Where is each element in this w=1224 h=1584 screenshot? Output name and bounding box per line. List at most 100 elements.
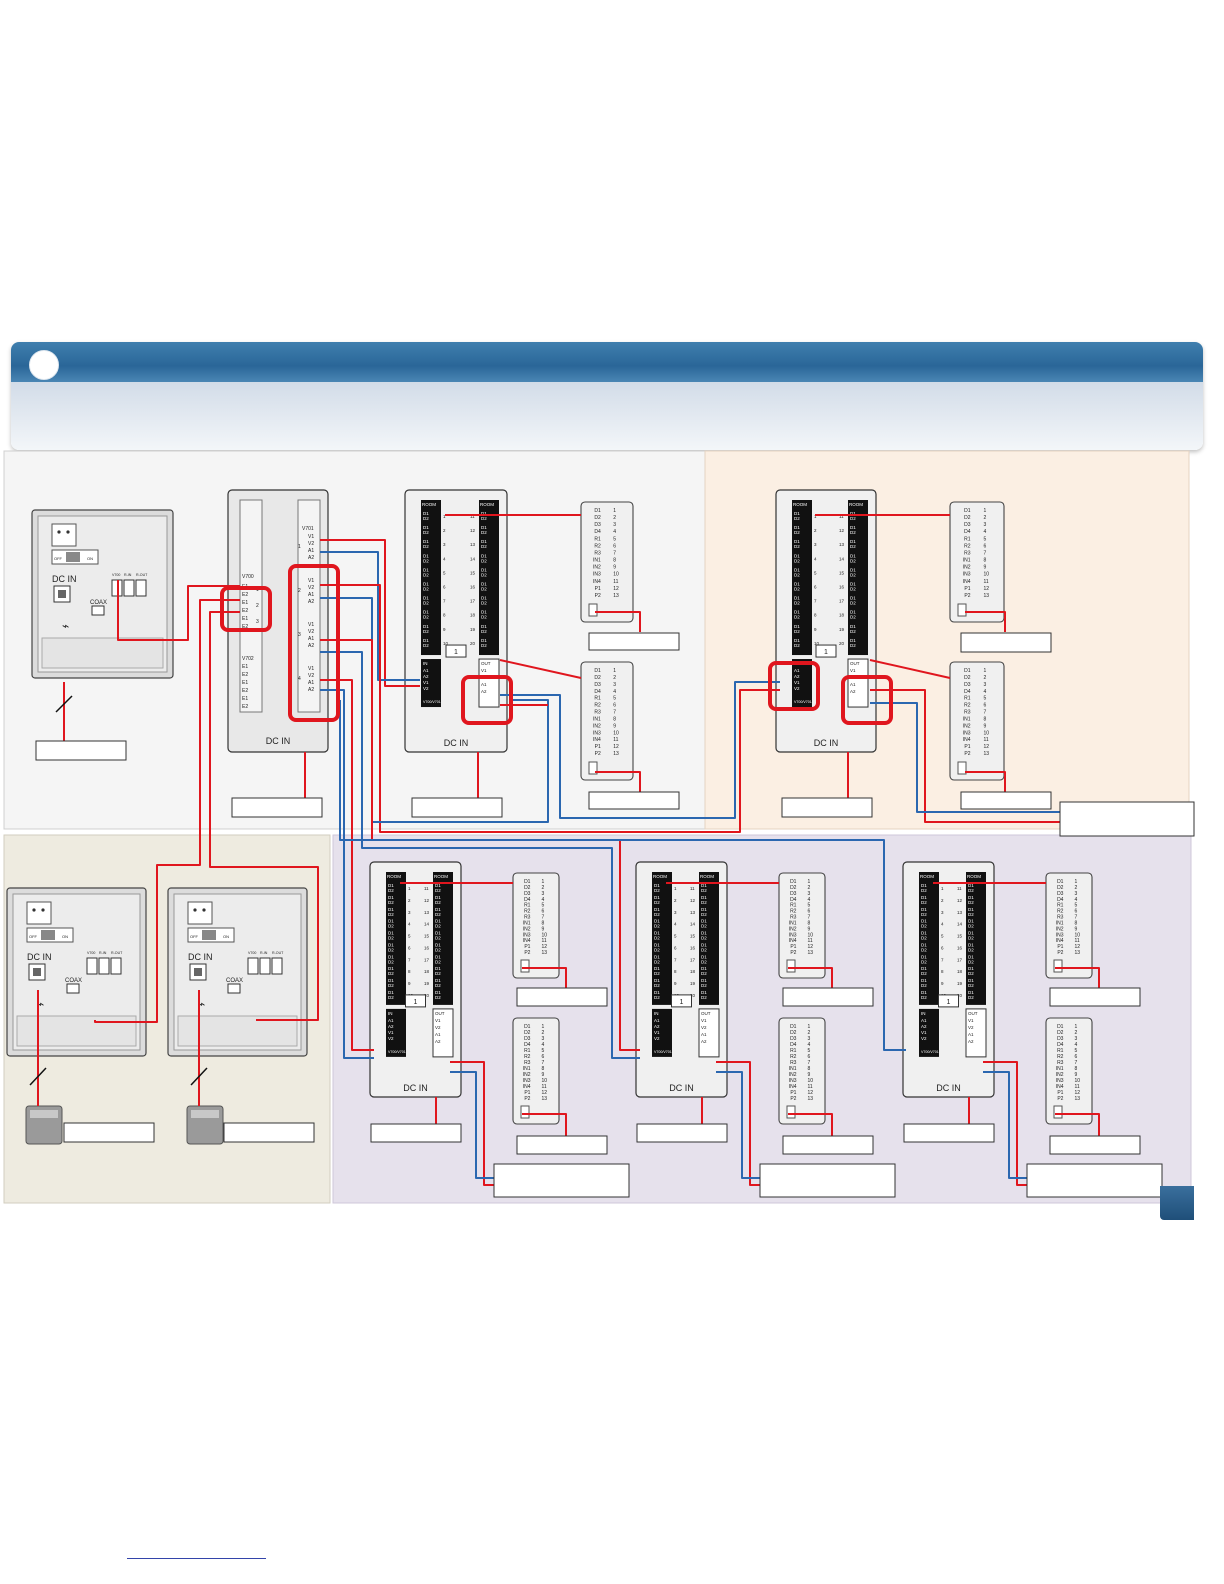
av-in-pin: A2 bbox=[794, 674, 800, 679]
distributor-v701-label: V701 bbox=[302, 526, 314, 532]
station-terminal-name: IN2 bbox=[1056, 1072, 1064, 1078]
station-terminal-num: 7 bbox=[1075, 915, 1078, 921]
room-pin: D2 bbox=[654, 947, 660, 952]
switch-toggle-icon bbox=[66, 552, 80, 562]
station-terminal-num: 12 bbox=[542, 944, 548, 950]
room-num: 11 bbox=[424, 886, 429, 891]
station-terminal-num: 2 bbox=[808, 1030, 811, 1036]
room-pin: D1 bbox=[423, 539, 429, 544]
room-pin: D2 bbox=[388, 947, 394, 952]
room-strip-right bbox=[479, 500, 499, 656]
station-terminal-name: IN3 bbox=[789, 1078, 797, 1084]
highlight-master-1-av-out bbox=[461, 675, 513, 725]
room-num: 2 bbox=[814, 528, 817, 533]
av-out-pin: A1 bbox=[435, 1032, 441, 1037]
station-terminal-num: 2 bbox=[542, 1030, 545, 1036]
room-pin: D2 bbox=[388, 983, 394, 988]
av-v700-label: V700/V701 bbox=[423, 700, 441, 704]
room-pin: D1 bbox=[701, 954, 707, 959]
room-pin: D1 bbox=[388, 954, 394, 959]
room-pin: D2 bbox=[423, 601, 429, 606]
station-terminal-name: R2 bbox=[1057, 1054, 1064, 1060]
distributor-output-pin: A2 bbox=[308, 687, 314, 693]
led-icon bbox=[193, 908, 197, 912]
wire-m1-room-2 bbox=[499, 659, 582, 679]
station-terminal-num: 1 bbox=[542, 1024, 545, 1030]
station-terminal-name: D1 bbox=[524, 1024, 531, 1030]
station-terminal-num: 6 bbox=[613, 703, 616, 709]
station-terminal-num: 1 bbox=[808, 879, 811, 885]
room-pin: D2 bbox=[481, 601, 487, 606]
caption-box-exp-station-2b bbox=[782, 1135, 874, 1155]
room-num: 8 bbox=[443, 613, 446, 618]
station-terminal-name: D4 bbox=[964, 529, 971, 535]
av-in-pin: V1 bbox=[388, 1030, 394, 1035]
station-terminal-name: IN4 bbox=[1056, 938, 1064, 944]
coax-port-icon bbox=[227, 983, 241, 994]
station-terminal-num: 8 bbox=[808, 920, 811, 926]
station-terminal-num: 2 bbox=[613, 515, 616, 521]
room-num: 6 bbox=[674, 945, 677, 950]
station-terminal-num: 9 bbox=[808, 1072, 811, 1078]
station-housing bbox=[580, 501, 634, 623]
station-terminal-name: IN3 bbox=[963, 730, 971, 736]
room-pin: D1 bbox=[435, 919, 441, 924]
room-num: 6 bbox=[941, 945, 944, 950]
caption-box-exp-station-3b bbox=[1049, 1135, 1141, 1155]
station-terminal-num: 5 bbox=[1075, 903, 1078, 909]
room-pin: D2 bbox=[701, 912, 707, 917]
station-terminal-name: R3 bbox=[1057, 915, 1064, 921]
station-terminal-num: 10 bbox=[1075, 1078, 1081, 1084]
room-num: 13 bbox=[957, 910, 963, 915]
station-terminal-name: P1 bbox=[1057, 944, 1063, 950]
room-num: 16 bbox=[839, 585, 845, 590]
av-in-pin: A1 bbox=[794, 668, 800, 673]
caption-box-station-2a bbox=[960, 632, 1052, 653]
station-terminal-name: IN1 bbox=[789, 920, 797, 926]
room-num: 9 bbox=[443, 627, 446, 632]
station-terminal-num: 9 bbox=[1075, 926, 1078, 932]
ground-symbol-icon: ⌁ bbox=[37, 997, 44, 1011]
station-terminal-name: D1 bbox=[790, 879, 797, 885]
av-in-strip bbox=[421, 659, 441, 708]
room-pin: D1 bbox=[701, 942, 707, 947]
dc-in-pin-icon bbox=[33, 968, 41, 976]
room-label: ROOM bbox=[653, 874, 667, 879]
station-terminal-num: 8 bbox=[542, 920, 545, 926]
station-terminal-name: IN2 bbox=[1056, 926, 1064, 932]
caption-box-station-2b bbox=[960, 791, 1052, 810]
station-terminal-name: D1 bbox=[1057, 1024, 1064, 1030]
power-supply-top bbox=[30, 1110, 58, 1118]
station-housing bbox=[778, 1017, 826, 1125]
station-terminal-name: D3 bbox=[964, 682, 971, 688]
station-terminal-num: 4 bbox=[542, 1042, 545, 1048]
av-v700-label: V700/V701 bbox=[654, 1050, 672, 1054]
switch-off-label: OFF bbox=[54, 556, 63, 561]
room-num: 1 bbox=[674, 886, 677, 891]
station-housing bbox=[1045, 872, 1093, 979]
room-pin: D2 bbox=[794, 615, 800, 620]
station-terminal-name: D3 bbox=[790, 891, 797, 897]
station-jack-icon bbox=[1053, 959, 1063, 973]
wire-exp-out-red-1 bbox=[450, 1061, 494, 1186]
distributor-output-pin: V2 bbox=[308, 585, 314, 591]
station-terminal-name: D3 bbox=[594, 682, 601, 688]
station-jack-icon bbox=[520, 1105, 530, 1119]
station-terminal-name: D2 bbox=[790, 1030, 797, 1036]
station-terminal-name: P2 bbox=[1057, 950, 1063, 956]
station-terminal-name: R1 bbox=[594, 536, 601, 542]
room-pin: D1 bbox=[794, 539, 800, 544]
station-terminal-num: 6 bbox=[1075, 909, 1078, 915]
room-pin: D1 bbox=[850, 539, 856, 544]
room-pin: D1 bbox=[388, 978, 394, 983]
station-terminal-num: 6 bbox=[542, 1054, 545, 1060]
station-terminal-name: D3 bbox=[1057, 1036, 1064, 1042]
room-pin: D1 bbox=[701, 966, 707, 971]
station-terminal-name: IN3 bbox=[963, 572, 971, 578]
distributor-output-pin: V1 bbox=[308, 622, 314, 628]
station-terminal-num: 3 bbox=[808, 1036, 811, 1042]
room-pin: D1 bbox=[423, 511, 429, 516]
